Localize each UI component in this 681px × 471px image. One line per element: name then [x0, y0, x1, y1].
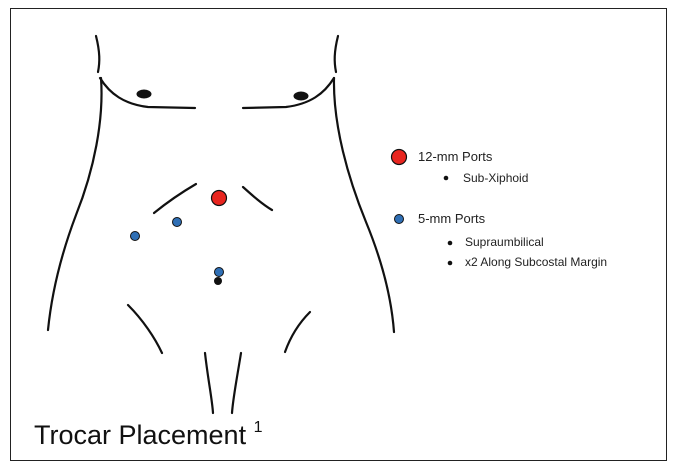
lower-left-contour: [205, 353, 213, 413]
legend-5mm-item-2: x2 Along Subcostal Margin: [465, 255, 607, 269]
right-inguinal-line: [285, 312, 310, 352]
right-nipple-icon: [294, 92, 309, 101]
left-nipple-icon: [137, 90, 152, 99]
lower-right-contour: [232, 353, 241, 413]
port-5mm-supraumbilical: [215, 268, 224, 277]
port-5mm-subcostal-lateral: [131, 232, 140, 241]
caption-superscript: 1: [254, 419, 263, 436]
port-5mm-subcostal-medial: [173, 218, 182, 227]
legend-5mm-marker-icon: [395, 215, 404, 224]
legend-5mm-bullet-icon-1: [448, 241, 453, 246]
legend-12mm-marker-icon: [392, 150, 407, 165]
legend-12mm-label: 12-mm Ports: [418, 149, 492, 164]
figure-caption: Trocar Placement 1: [34, 420, 263, 451]
right-pectoral-line: [243, 78, 334, 108]
left-inguinal-line: [128, 305, 162, 353]
right-neck-line: [335, 36, 338, 72]
left-costal-margin: [154, 184, 196, 213]
left-torso-outline: [48, 78, 102, 330]
right-costal-margin: [243, 187, 272, 210]
left-neck-line: [96, 36, 99, 72]
right-torso-outline: [334, 78, 394, 332]
legend-12mm-item: Sub-Xiphoid: [463, 171, 528, 185]
legend-5mm-item-1: Supraumbilical: [465, 235, 544, 249]
umbilicus-icon: [214, 277, 222, 285]
legend-12mm-bullet-icon: [444, 176, 449, 181]
legend-5mm-label: 5-mm Ports: [418, 211, 485, 226]
port-12mm-subxiphoid: [212, 191, 227, 206]
caption-title: Trocar Placement: [34, 420, 246, 450]
legend-5mm-bullet-icon-2: [448, 261, 453, 266]
